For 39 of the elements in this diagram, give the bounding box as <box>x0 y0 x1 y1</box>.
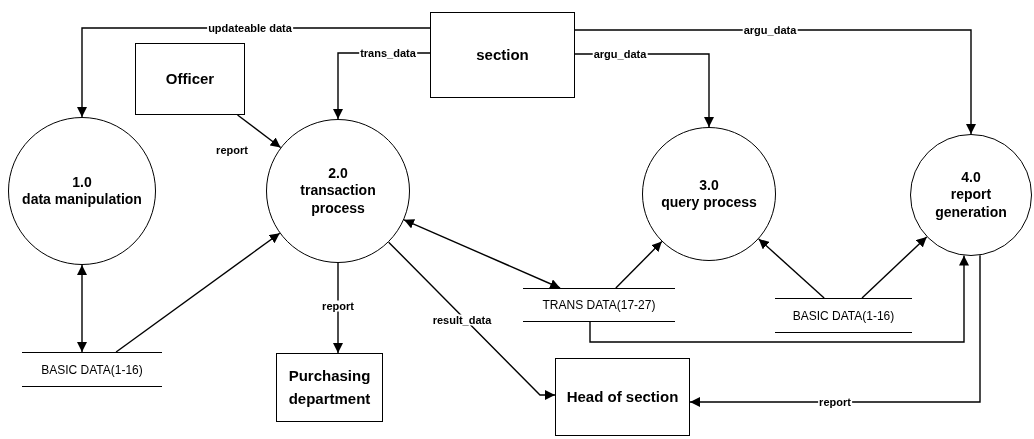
node-label: Head of section <box>565 386 680 407</box>
edge-label: result_data <box>431 314 493 326</box>
arrow <box>758 238 825 299</box>
process-name: report generation <box>934 186 1008 222</box>
node-label: Purchasing department <box>287 366 372 409</box>
arrow <box>615 240 663 289</box>
entity-box <box>555 358 690 436</box>
process-name: query process <box>660 194 758 212</box>
process-number: 1.0 <box>71 173 93 191</box>
edge-label: report <box>215 144 249 156</box>
edge-label: updateable data <box>207 22 293 34</box>
process-number: 4.0 <box>960 168 982 187</box>
arrow <box>333 262 343 354</box>
arrow <box>403 219 561 289</box>
arrow <box>861 236 928 299</box>
process-name: data manipulation <box>21 191 143 209</box>
entity-box <box>135 43 245 115</box>
arrow <box>115 232 281 353</box>
arrow <box>387 241 556 400</box>
node-label: BASIC DATA(1-16) <box>791 307 896 325</box>
node-label: TRANS DATA(17-27) <box>541 297 657 314</box>
process-number: 3.0 <box>698 176 720 194</box>
arrow <box>77 264 87 353</box>
entity-box <box>276 353 383 422</box>
edge-label: report <box>818 396 852 408</box>
node-label: BASIC DATA(1-16) <box>40 361 144 379</box>
arrow <box>589 254 969 343</box>
entity-box <box>430 12 575 98</box>
edge-label: argu_data <box>742 24 798 36</box>
process-name: transaction process <box>299 182 377 218</box>
edge-label: argu_data <box>592 48 648 60</box>
node-label: section <box>475 44 530 65</box>
process-number: 2.0 <box>327 164 349 183</box>
node-label: Officer <box>164 68 216 89</box>
arrow <box>574 29 976 135</box>
edge-label: report <box>321 300 355 312</box>
arrow <box>236 114 282 149</box>
arrow <box>689 254 981 407</box>
edge-label: trans_data <box>359 47 417 59</box>
